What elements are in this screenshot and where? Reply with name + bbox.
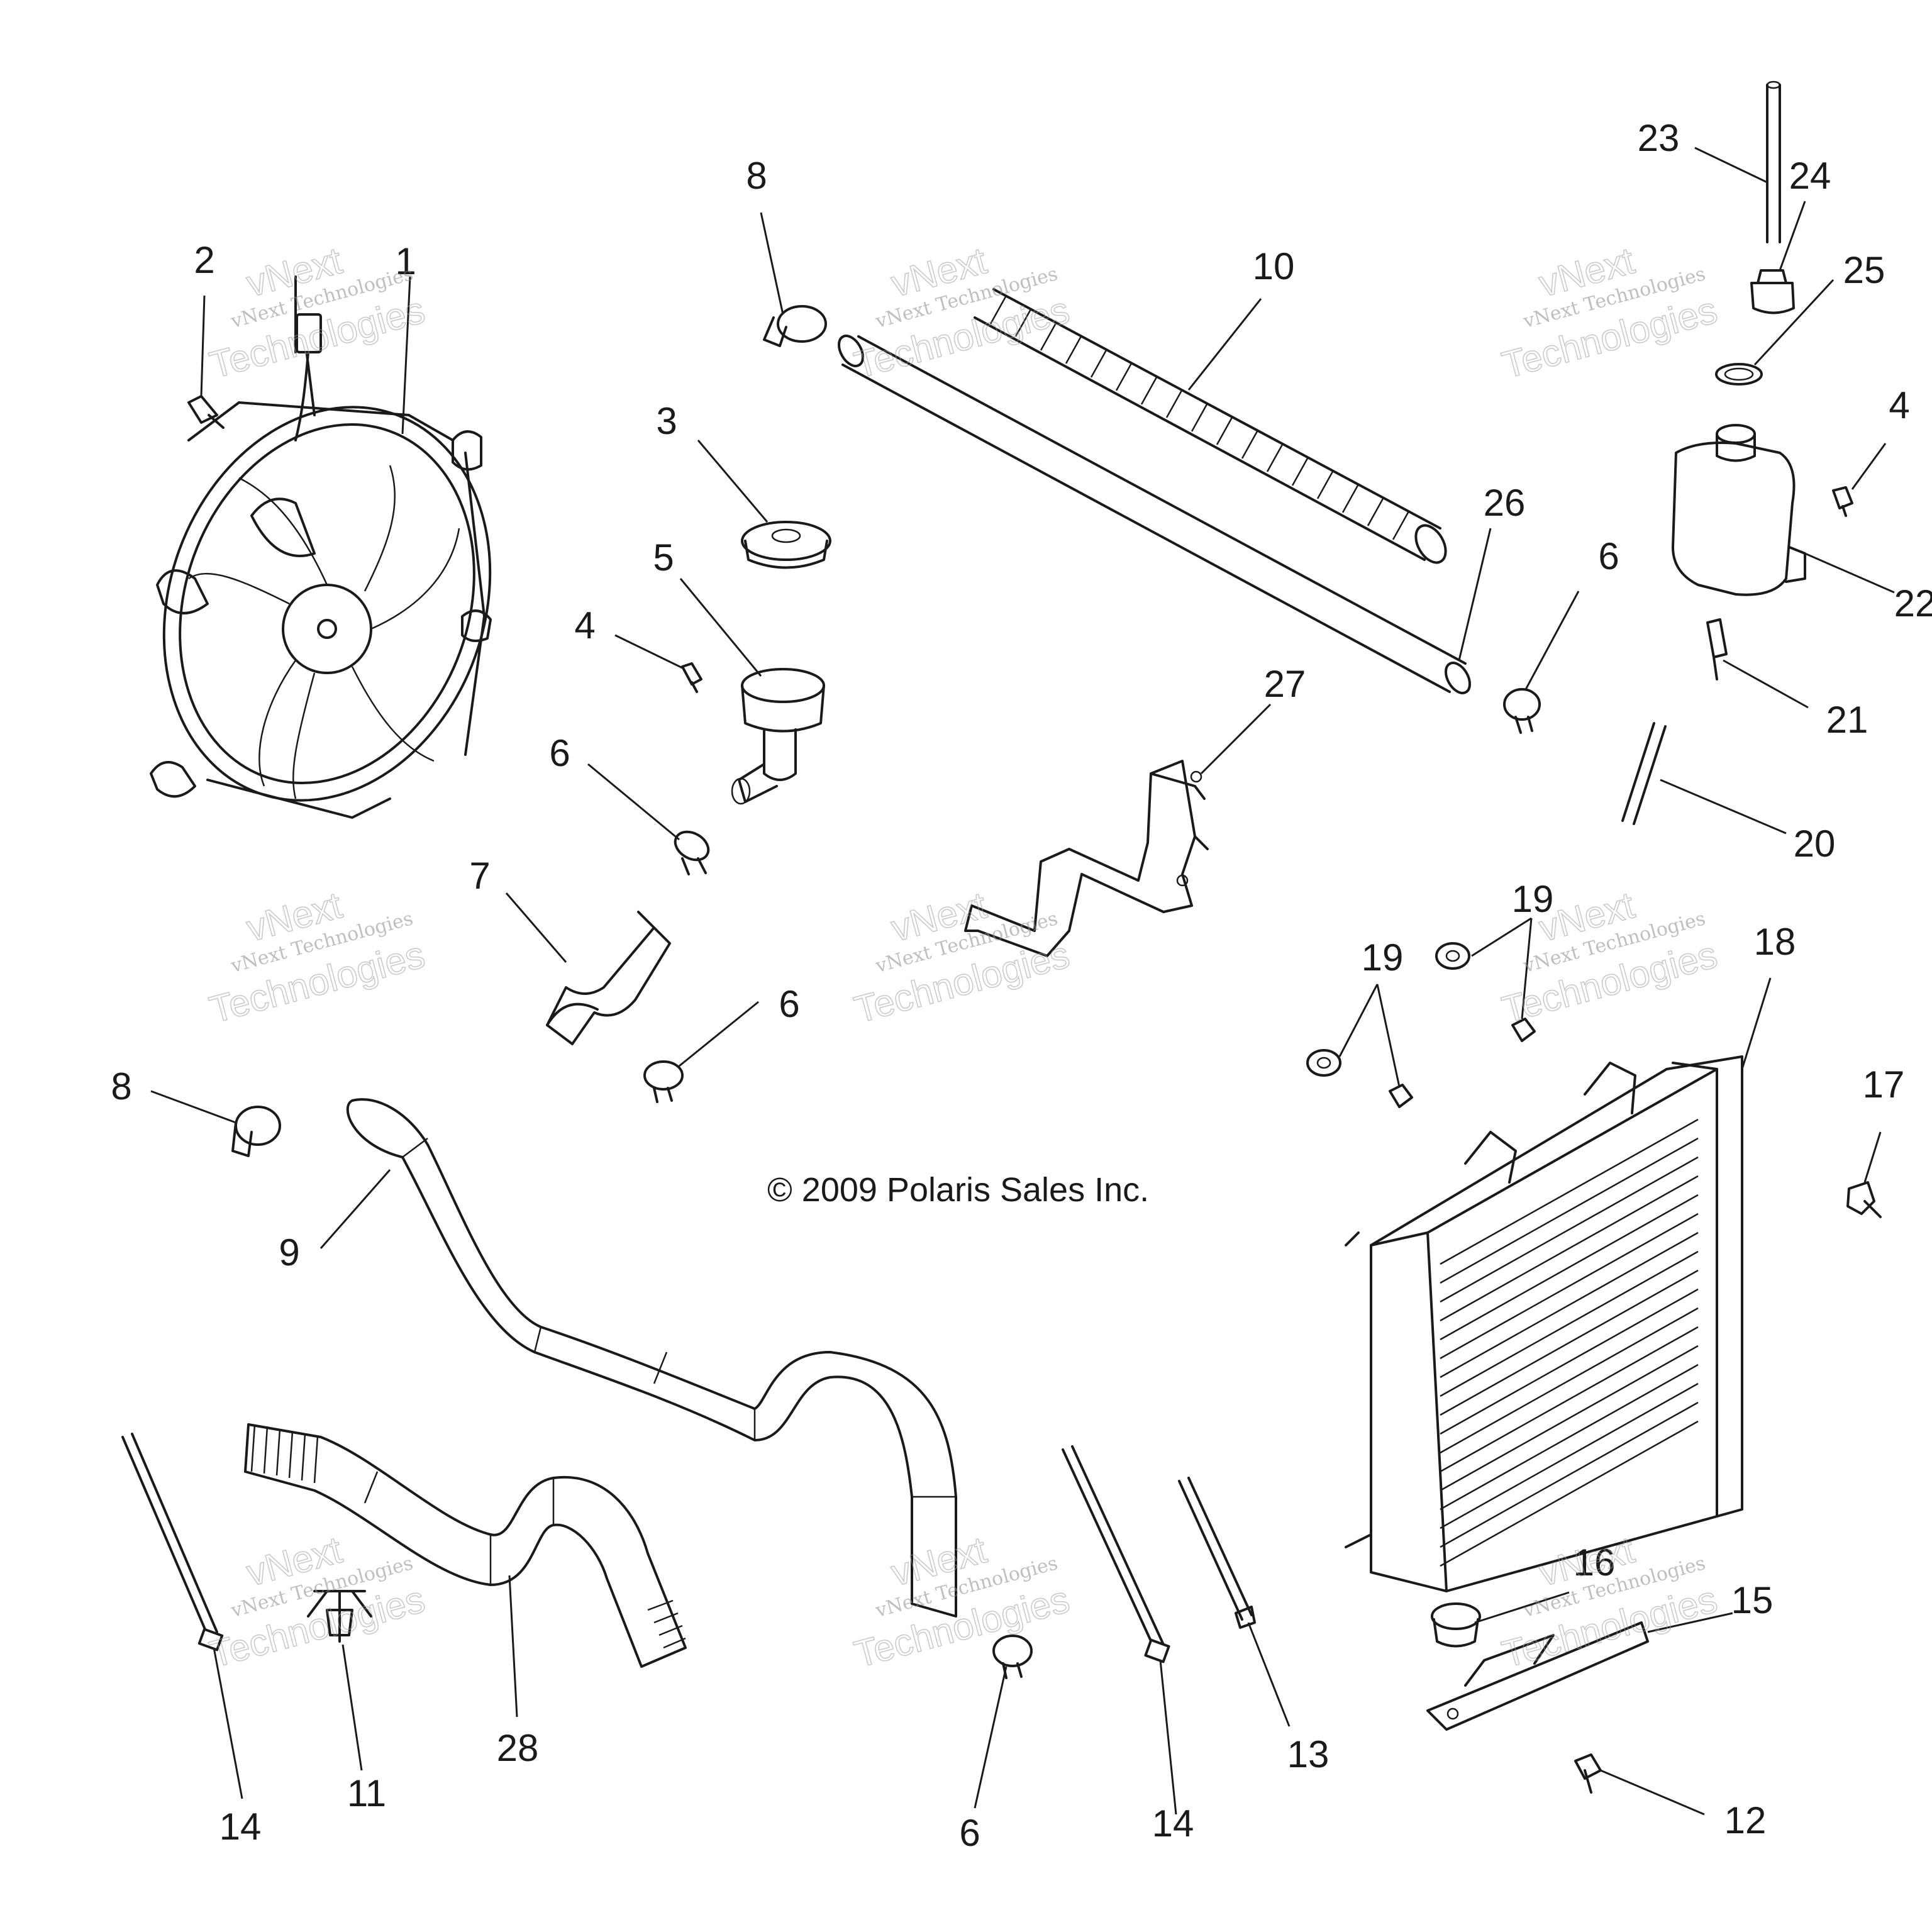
- bolt-17: [1846, 1181, 1882, 1218]
- callout-5: 5: [653, 536, 674, 579]
- callout-22: 22: [1894, 582, 1932, 625]
- callout-6a: 6: [549, 732, 570, 774]
- callout-1: 1: [395, 240, 416, 282]
- hose-clamp-6d: [992, 1635, 1033, 1679]
- leader-lines: [150, 147, 1895, 1816]
- callout-25: 25: [1843, 249, 1885, 291]
- callout-28: 28: [497, 1727, 539, 1769]
- grommet-19b: [1435, 942, 1470, 970]
- bolt-4-left: [681, 662, 702, 693]
- nut-19a: [1389, 1084, 1413, 1108]
- coolant-reservoir: [1672, 424, 1806, 596]
- seal-ring-25: [1715, 363, 1763, 386]
- reservoir-cap-24: [1750, 269, 1795, 314]
- callout-15: 15: [1731, 1579, 1774, 1621]
- callout-2: 2: [194, 239, 214, 281]
- callout-12: 12: [1724, 1799, 1767, 1841]
- vent-tube-23: [1766, 80, 1781, 243]
- callout-21: 21: [1826, 699, 1868, 741]
- radiator: [1345, 1055, 1743, 1592]
- push-clip-11: [307, 1590, 372, 1643]
- filler-neck: [731, 668, 825, 805]
- callout-27: 27: [1264, 663, 1306, 705]
- callout-7: 7: [469, 855, 490, 897]
- callout-8a: 8: [746, 155, 767, 197]
- callout-3: 3: [656, 400, 677, 442]
- fan-assembly: [150, 275, 492, 819]
- callout-16: 16: [1574, 1541, 1616, 1584]
- callout-23: 23: [1638, 117, 1680, 159]
- lower-hose-28: [244, 1423, 687, 1668]
- grommet-16: [1431, 1602, 1481, 1648]
- cable-tie-14b: [1062, 1445, 1170, 1663]
- radiator-cap: [741, 521, 831, 569]
- lower-hose-9: [346, 1098, 957, 1618]
- callout-11: 11: [347, 1772, 386, 1814]
- hose-20: [1621, 722, 1667, 825]
- bolt-4-right: [1832, 486, 1853, 517]
- callout-17: 17: [1863, 1063, 1905, 1106]
- callout-26: 26: [1484, 482, 1526, 524]
- callout-6b: 6: [779, 983, 799, 1025]
- corrugated-sleeve: [974, 288, 1447, 564]
- callout-19a: 19: [1362, 936, 1404, 979]
- callout-14b: 14: [1152, 1802, 1194, 1845]
- copyright-notice: © 2009 Polaris Sales Inc.: [767, 1171, 1149, 1209]
- callout-labels: 1 2 3 4 4 5 6 6 6 6 7 8 8 9 10 11 12 13 …: [111, 117, 1932, 1854]
- tube-26: [838, 335, 1471, 694]
- hose-clamp-8a: [763, 305, 827, 347]
- callout-24: 24: [1789, 155, 1831, 197]
- elbow-hose: [546, 911, 671, 1045]
- hose-clamp-6b: [643, 1060, 684, 1103]
- callout-20: 20: [1794, 823, 1836, 865]
- watermarks: vNext vNext Technologies Technologies vN…: [205, 239, 1722, 1677]
- callout-13: 13: [1287, 1733, 1330, 1775]
- callout-19b: 19: [1512, 878, 1554, 920]
- mounting-bracket-27: [964, 760, 1209, 957]
- nut-19b: [1511, 1018, 1536, 1042]
- callout-4-left: 4: [574, 604, 595, 647]
- callout-14a: 14: [219, 1806, 262, 1848]
- callout-6c: 6: [1598, 535, 1619, 577]
- callout-9: 9: [279, 1231, 299, 1274]
- bolt-12: [1574, 1753, 1602, 1794]
- callout-4-right: 4: [1889, 384, 1909, 426]
- hose-clamp-6c: [1503, 688, 1541, 734]
- screw-2: [187, 395, 225, 429]
- callout-18: 18: [1754, 921, 1796, 963]
- bracket-15: [1426, 1621, 1649, 1731]
- callout-6d: 6: [959, 1812, 980, 1854]
- grommet-19a: [1306, 1049, 1341, 1077]
- callout-10: 10: [1253, 245, 1295, 287]
- rod-13: [1178, 1477, 1256, 1629]
- fitting-21: [1706, 618, 1728, 680]
- callout-8b: 8: [111, 1065, 131, 1108]
- hose-clamp-8b: [231, 1106, 281, 1157]
- hose-clamp-6a: [674, 830, 710, 875]
- cable-tie-14a: [121, 1433, 224, 1652]
